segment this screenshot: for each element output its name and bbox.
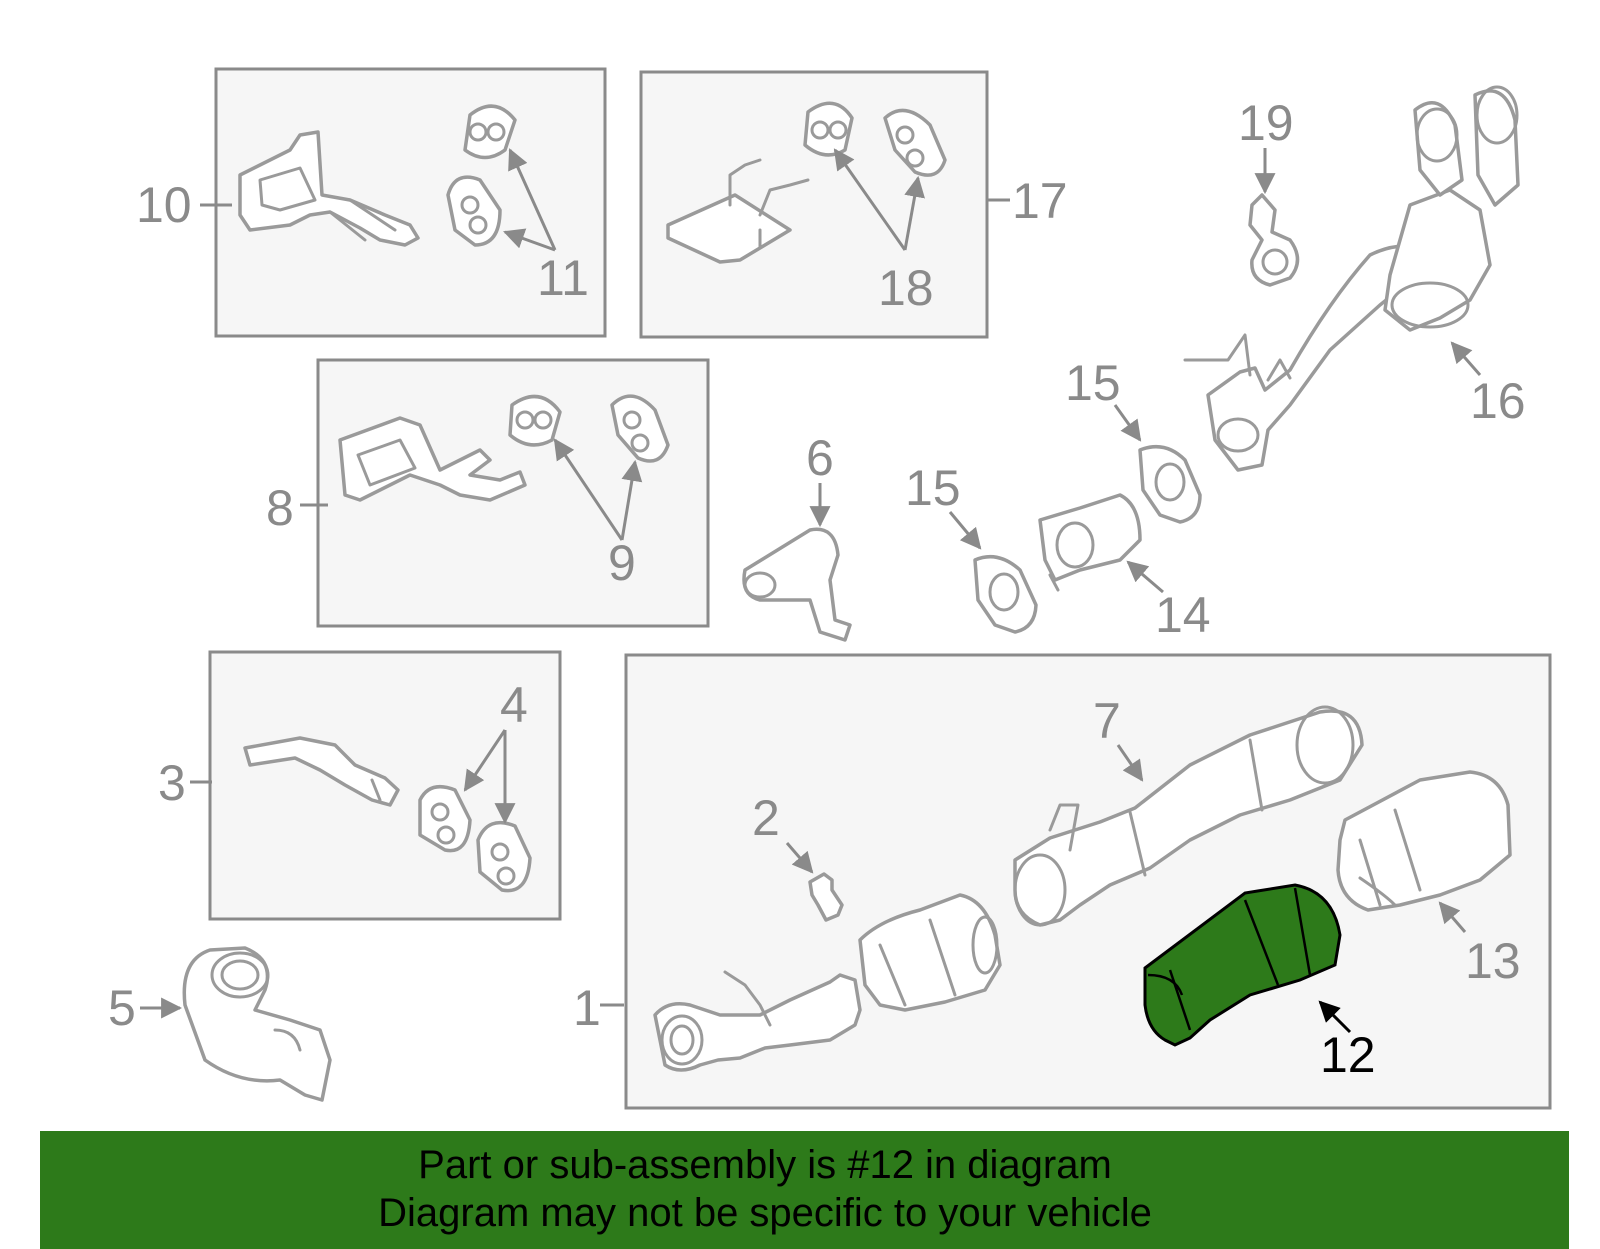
highlighted-heat-shield-part-12 — [1143, 883, 1342, 1047]
callout-14: 14 — [1155, 587, 1211, 643]
callout-15a: 15 — [905, 460, 961, 516]
bracket-part-17 — [666, 158, 810, 264]
callout-3: 3 — [158, 755, 186, 811]
front-pipe-part-1 — [653, 893, 1002, 1072]
clamp-part-19 — [1248, 193, 1300, 287]
callout-18: 18 — [878, 260, 934, 316]
banner-part-notice: Part or sub-assembly is #12 in diagram — [418, 1143, 1112, 1187]
callout-10: 10 — [136, 177, 192, 233]
mount-part-4a — [418, 784, 472, 853]
info-banner: Part or sub-assembly is #12 in diagram D… — [40, 1131, 1569, 1249]
callout-13: 13 — [1465, 933, 1521, 989]
pipe-part-7 — [1013, 705, 1364, 927]
callout-16: 16 — [1470, 373, 1526, 429]
callout-2: 2 — [752, 790, 780, 846]
bracket-part-8 — [338, 416, 527, 502]
mount-part-4b — [476, 821, 532, 893]
callout-7: 7 — [1093, 693, 1121, 749]
hanger-part-3 — [243, 736, 400, 807]
callout-19: 19 — [1238, 95, 1294, 151]
mount-part-9a — [508, 394, 562, 447]
callout-9: 9 — [608, 535, 636, 591]
bracket-part-10 — [238, 130, 420, 247]
sensor-part-2 — [808, 872, 844, 922]
callout-11: 11 — [537, 250, 589, 306]
flange-part-14 — [1038, 493, 1142, 592]
pipe-part-5 — [182, 946, 332, 1102]
callout-8: 8 — [266, 480, 294, 536]
heat-shield-part-13 — [1336, 770, 1512, 912]
callout-4: 4 — [500, 677, 528, 733]
mount-part-9b — [610, 394, 670, 463]
callout-15b: 15 — [1065, 355, 1121, 411]
gasket-part-15a — [973, 554, 1038, 634]
callout-12: 12 — [1320, 1027, 1376, 1083]
pipe-assembly-part-16 — [1183, 85, 1520, 472]
callout-17: 17 — [1012, 173, 1068, 229]
callout-6: 6 — [806, 430, 834, 486]
mount-part-11b — [446, 175, 502, 247]
banner-disclaimer: Diagram may not be specific to your vehi… — [378, 1191, 1152, 1235]
mount-part-18a — [803, 101, 854, 157]
mount-part-18b — [883, 108, 947, 177]
callout-5: 5 — [108, 980, 136, 1036]
callout-1: 1 — [573, 980, 601, 1036]
gasket-part-15b — [1138, 444, 1202, 524]
pipe-part-6 — [742, 527, 852, 642]
mount-part-11a — [463, 104, 517, 160]
